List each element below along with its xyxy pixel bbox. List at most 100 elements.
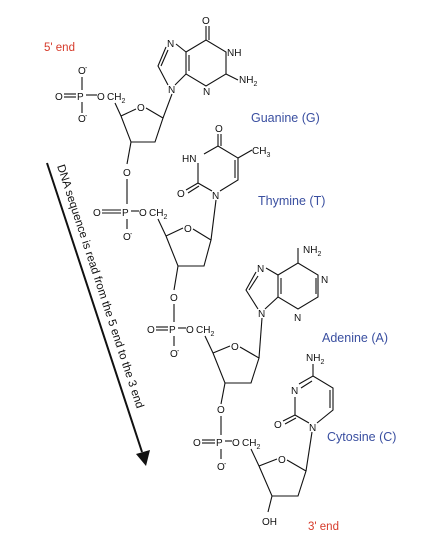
bond xyxy=(294,397,310,424)
atom-ch2: CH2 xyxy=(196,325,214,338)
atom-o: O xyxy=(215,124,223,135)
bond xyxy=(185,182,199,191)
charge-minus: - xyxy=(85,65,88,72)
bond xyxy=(160,49,169,67)
charge-minus: - xyxy=(130,231,133,238)
label-thymine: Thymine (T) xyxy=(258,194,325,208)
atom-p: P xyxy=(77,92,84,103)
atom-o: O xyxy=(147,325,155,336)
bond xyxy=(212,345,231,354)
atom-nh2: NH2 xyxy=(303,245,321,258)
atom-o: O xyxy=(97,92,105,103)
atom-o: O xyxy=(78,66,86,77)
bond xyxy=(264,296,279,310)
atom-o: O xyxy=(78,114,86,125)
atom-ch3: CH3 xyxy=(252,146,270,159)
bond xyxy=(175,43,187,53)
atom-o: O xyxy=(184,224,192,235)
atom-nh: NH xyxy=(227,48,241,59)
bond xyxy=(165,227,184,237)
bond xyxy=(265,267,279,276)
bond xyxy=(248,275,259,291)
atom-o: O xyxy=(177,189,185,200)
sugar-ring xyxy=(212,346,260,384)
sugar-ring xyxy=(165,228,212,267)
atom-p: P xyxy=(216,438,223,449)
atom-o: O xyxy=(186,325,194,336)
label-guanine: Guanine (G) xyxy=(251,111,320,125)
atom-o: O xyxy=(170,293,178,304)
atom-o: O xyxy=(123,232,131,243)
bond xyxy=(114,102,122,117)
atom-ch2: CH2 xyxy=(107,92,125,105)
charge-minus: - xyxy=(224,461,227,468)
atom-ch2: CH2 xyxy=(149,208,167,221)
arrow-caption: DNA sequence is read from the 5 end to t… xyxy=(54,163,145,410)
atom-n: N xyxy=(203,87,210,98)
bond xyxy=(250,448,260,467)
atom-o: O xyxy=(55,92,63,103)
bond xyxy=(204,335,214,354)
atom-n: N xyxy=(257,264,264,275)
atom-o: O xyxy=(274,420,282,431)
atom-o: O xyxy=(217,405,225,416)
bond xyxy=(157,46,169,86)
atom-n: N xyxy=(212,191,219,202)
bond xyxy=(197,163,213,192)
bond xyxy=(258,317,263,359)
bond xyxy=(225,73,239,81)
atom-o: O xyxy=(139,208,147,219)
arrow-head xyxy=(136,450,150,466)
sugar-ring xyxy=(120,107,164,143)
atom-o: O xyxy=(278,455,286,466)
bond xyxy=(284,417,297,425)
bond xyxy=(267,495,273,513)
atom-nh2: NH2 xyxy=(306,353,324,366)
bond xyxy=(126,141,132,165)
label-cytosine: Cytosine (C) xyxy=(327,430,396,444)
atom-o: O xyxy=(123,168,131,179)
adenine-nucleotide: O O P O O - CH2 O N N NH2 N N Adenine (A… xyxy=(147,245,388,405)
thymine-nucleotide: O O P O O - CH2 O N O HN O CH3 Thymine (… xyxy=(93,124,325,291)
bond xyxy=(210,199,217,241)
arrow-shaft xyxy=(46,162,143,453)
bond xyxy=(120,108,137,117)
bond xyxy=(174,73,187,86)
bond xyxy=(282,414,296,422)
bond xyxy=(305,431,313,472)
atom-nh2: NH2 xyxy=(239,75,257,88)
guanine-nucleotide: O - O P O O - CH2 O N N O NH N NH2 xyxy=(44,16,320,165)
purine-ring xyxy=(277,262,319,310)
bond xyxy=(245,271,259,310)
bond xyxy=(220,382,226,405)
sugar-ring xyxy=(258,459,307,497)
atom-o: O xyxy=(93,208,101,219)
atom-n: N xyxy=(309,423,316,434)
atom-o: O xyxy=(232,438,240,449)
atom-o: O xyxy=(193,438,201,449)
purine-ring xyxy=(185,39,227,87)
atom-o: O xyxy=(217,462,225,473)
pyrimidine-ring xyxy=(203,145,239,192)
cytosine-nucleotide: O O P O O - CH2 O OH N O N NH2 Cytosine … xyxy=(193,353,396,533)
atom-o: O xyxy=(170,349,178,360)
atom-o: O xyxy=(231,342,239,353)
atom-o: O xyxy=(137,103,145,114)
bond xyxy=(173,265,179,291)
bond xyxy=(187,185,200,194)
bond xyxy=(157,218,167,237)
atom-n: N xyxy=(258,309,265,320)
atom-n: N xyxy=(167,39,174,50)
atom-p: P xyxy=(122,208,129,219)
atom-o: O xyxy=(202,16,210,27)
bond xyxy=(258,458,278,467)
label-adenine: Adenine (A) xyxy=(322,331,388,345)
atom-n: N xyxy=(168,85,175,96)
atom-n: N xyxy=(321,275,328,286)
bond xyxy=(162,93,173,119)
atom-hn: HN xyxy=(182,154,196,165)
pyrimidine-ring xyxy=(298,375,334,424)
atom-ch2: CH2 xyxy=(242,438,260,451)
